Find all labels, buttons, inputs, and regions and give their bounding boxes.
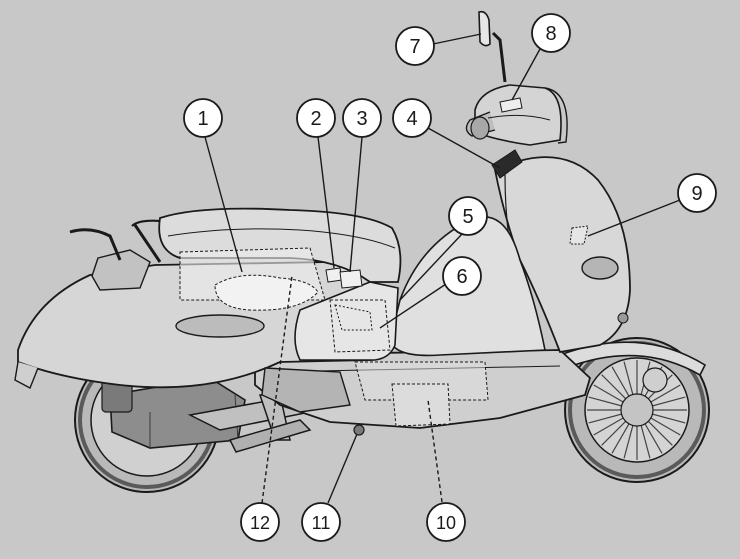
callout-3: 3 bbox=[342, 98, 382, 138]
helmet-space bbox=[214, 274, 319, 311]
callout-label-8: 8 bbox=[545, 23, 556, 45]
callout-circle-9 bbox=[677, 173, 717, 213]
leader-line-4 bbox=[427, 127, 501, 169]
tail-lamp bbox=[91, 249, 151, 291]
front-vent bbox=[581, 256, 619, 280]
callout-label-11: 11 bbox=[312, 513, 331, 533]
front-bolt bbox=[617, 312, 629, 324]
callout-10: 10 bbox=[426, 502, 466, 542]
leader-line-3 bbox=[349, 136, 363, 273]
callout-label-9: 9 bbox=[691, 183, 702, 205]
callout-circle-11 bbox=[301, 502, 341, 542]
callout-2: 2 bbox=[296, 98, 336, 138]
callout-circle-10 bbox=[426, 502, 466, 542]
front-hub bbox=[620, 393, 654, 427]
handlebar-assembly bbox=[465, 84, 568, 146]
callout-circle-7 bbox=[395, 26, 435, 66]
callout-label-10: 10 bbox=[436, 513, 456, 533]
callout-6: 6 bbox=[442, 256, 482, 296]
callout-1: 1 bbox=[183, 98, 223, 138]
front-rim-spokes bbox=[587, 360, 687, 460]
seat-seam bbox=[167, 228, 396, 249]
callout-5: 5 bbox=[448, 196, 488, 236]
drain-bolt bbox=[353, 424, 365, 436]
leader-line-8 bbox=[511, 48, 541, 101]
front-emblem-area bbox=[569, 225, 589, 245]
leader-line-6 bbox=[379, 283, 447, 329]
callout-circle-3 bbox=[342, 98, 382, 138]
steering-collar bbox=[491, 149, 523, 179]
callout-7: 7 bbox=[395, 26, 435, 66]
callout-label-1: 1 bbox=[197, 108, 208, 130]
leader-line-2 bbox=[317, 136, 335, 269]
callout-circle-12 bbox=[240, 502, 280, 542]
callout-label-12: 12 bbox=[250, 513, 270, 533]
callout-12: 12 bbox=[240, 502, 280, 542]
callout-label-5: 5 bbox=[462, 206, 473, 228]
leader-line-11 bbox=[327, 433, 358, 504]
fuse-box bbox=[334, 304, 373, 331]
callout-9: 9 bbox=[677, 173, 717, 213]
rear-tail-tip bbox=[14, 361, 39, 389]
side-vent bbox=[175, 314, 265, 338]
callout-label-7: 7 bbox=[409, 36, 420, 58]
leader-line-1 bbox=[204, 136, 243, 273]
callout-circle-1 bbox=[183, 98, 223, 138]
leader-lines bbox=[204, 33, 681, 504]
leader-line-9 bbox=[587, 199, 681, 237]
callout-circle-8 bbox=[531, 13, 571, 53]
lower-component bbox=[391, 383, 451, 427]
callout-8: 8 bbox=[531, 13, 571, 53]
front-wheel bbox=[564, 337, 710, 483]
brake-caliper bbox=[642, 367, 668, 393]
callout-label-3: 3 bbox=[356, 108, 367, 130]
battery-box bbox=[329, 299, 391, 353]
callout-label-4: 4 bbox=[406, 108, 417, 130]
rear-view-mirror bbox=[478, 10, 507, 83]
front-fender bbox=[558, 341, 707, 377]
storage-latch-3 bbox=[339, 269, 363, 289]
callout-4: 4 bbox=[392, 98, 432, 138]
leader-line-5 bbox=[399, 233, 463, 301]
callout-label-2: 2 bbox=[310, 108, 321, 130]
callout-label-6: 6 bbox=[456, 266, 467, 288]
floor-compartment bbox=[354, 361, 489, 401]
leader-line-10 bbox=[427, 399, 443, 503]
side-inner-panel bbox=[294, 281, 399, 361]
storage-latch-2 bbox=[325, 267, 343, 283]
muffler bbox=[101, 377, 246, 449]
callout-circle-2 bbox=[296, 98, 336, 138]
grab-rail bbox=[69, 224, 162, 263]
callout-11: 11 bbox=[301, 502, 341, 542]
callout-circle-5 bbox=[448, 196, 488, 236]
callout-circle-4 bbox=[392, 98, 432, 138]
leader-line-7 bbox=[432, 33, 482, 45]
engine-block bbox=[261, 367, 351, 413]
callout-circle-6 bbox=[442, 256, 482, 296]
leader-line-12 bbox=[261, 275, 293, 504]
